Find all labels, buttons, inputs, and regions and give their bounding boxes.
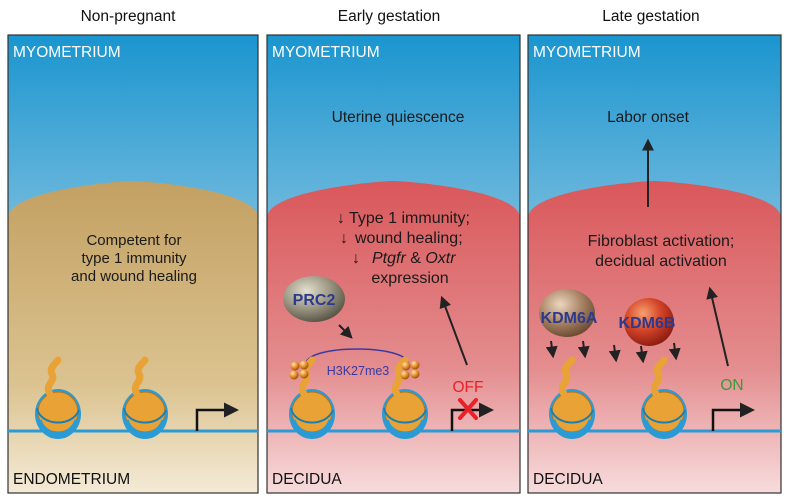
down-arrow-icon: ↓ <box>337 210 345 227</box>
endometrium-label: ENDOMETRIUM <box>13 471 130 488</box>
blocked-x-icon <box>458 398 478 420</box>
panel-late-gestation: Late gestation MYOMETRIUM Labor onset Fi… <box>527 8 782 494</box>
off-label: OFF <box>453 379 484 396</box>
activation-line-2: decidual activation <box>595 253 727 270</box>
effect-gene-expression: Ptgfr & Oxtr <box>372 250 456 267</box>
panel-frame <box>266 34 521 494</box>
kdm6b-enzyme <box>624 298 674 346</box>
decidua-layer <box>267 181 520 493</box>
prc2-label: PRC2 <box>293 292 336 309</box>
ampersand: & <box>406 250 426 267</box>
gene-ptgfr: Ptgfr <box>372 250 406 267</box>
transcription-arrow-icon <box>195 402 239 431</box>
prc2-complex <box>283 276 345 322</box>
effect-type1-immunity: Type 1 immunity; <box>349 210 470 227</box>
on-label: ON <box>720 377 743 394</box>
h3k27me3-label: H3K27me3 <box>327 364 390 378</box>
activation-line-1: Fibroblast activation; <box>588 233 735 250</box>
recruitment-arrow <box>338 324 353 339</box>
gene-oxtr: Oxtr <box>425 250 456 267</box>
panel-heading: Early gestation <box>338 8 441 25</box>
effect-expression-word: expression <box>371 270 448 287</box>
panel-frame <box>527 34 782 494</box>
decidua-label: DECIDUA <box>533 471 603 488</box>
kdm6a-label: KDM6A <box>541 310 598 327</box>
activation-arrow <box>706 286 729 367</box>
transcription-arrow-icon <box>711 402 755 431</box>
transcription-arrow-icon <box>450 402 494 431</box>
competence-line-1: Competent for <box>86 232 181 249</box>
uterine-quiescence-label: Uterine quiescence <box>332 109 465 126</box>
competence-line-3: and wound healing <box>71 268 197 285</box>
endometrium-layer <box>8 181 258 493</box>
kdm6a-enzyme <box>539 289 595 337</box>
labor-onset-label: Labor onset <box>607 109 690 126</box>
down-arrow-icon: ↓ <box>352 250 360 267</box>
competence-line-2: type 1 immunity <box>81 250 187 267</box>
effect-wound-healing: wound healing; <box>354 230 463 247</box>
myometrium-label: MYOMETRIUM <box>13 44 121 61</box>
decidua-label: DECIDUA <box>272 471 342 488</box>
panel-heading: Non-pregnant <box>81 8 176 25</box>
panel-early-gestation: Early gestation MYOMETRIUM Uterine quies… <box>266 8 521 494</box>
panel-frame <box>7 34 259 494</box>
down-arrow-icon: ↓ <box>340 230 348 247</box>
activation-arrow <box>439 295 468 366</box>
demethylation-arrows <box>545 340 681 364</box>
panel-heading: Late gestation <box>602 8 699 25</box>
myometrium-label: MYOMETRIUM <box>533 44 641 61</box>
kdm6b-label: KDM6B <box>619 315 676 332</box>
panel-non-pregnant: Non-pregnant MYOMETRIUM Competent for ty… <box>7 8 259 494</box>
myometrium-label: MYOMETRIUM <box>272 44 380 61</box>
